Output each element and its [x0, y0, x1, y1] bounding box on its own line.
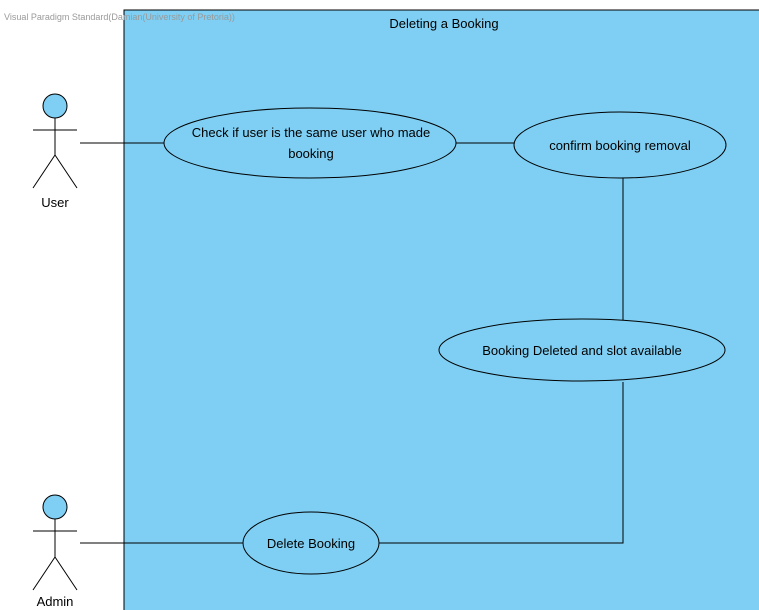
actor-admin-head	[42, 494, 68, 520]
actor-user-left-leg	[32, 154, 56, 189]
actor-admin-right-leg	[54, 556, 78, 591]
association-deleted-delete	[378, 382, 624, 544]
actor-user[interactable]	[32, 93, 78, 189]
watermark-text: Visual Paradigm Standard(Damian(Universi…	[4, 12, 235, 22]
use-case-check-user[interactable]	[163, 107, 457, 179]
actor-admin-label: Admin	[36, 594, 74, 609]
use-case-booking-deleted[interactable]	[438, 318, 726, 382]
actor-user-label: User	[41, 195, 69, 210]
use-case-confirm-removal-label: confirm booking removal	[549, 137, 691, 153]
use-case-delete-booking-label: Delete Booking	[266, 535, 356, 551]
use-case-confirm-removal[interactable]	[513, 111, 727, 179]
system-boundary[interactable]	[123, 9, 759, 610]
actor-admin-left-leg	[32, 556, 56, 591]
actor-user-right-leg	[54, 154, 78, 189]
use-case-check-user-label: Check if user is the same user who made …	[191, 125, 431, 161]
actor-admin[interactable]	[32, 494, 78, 591]
use-case-booking-deleted-label: Booking Deleted and slot available	[482, 342, 682, 358]
actor-user-head	[42, 93, 68, 119]
system-title: Deleting a Booking	[389, 16, 499, 31]
use-case-delete-booking[interactable]	[242, 511, 380, 575]
